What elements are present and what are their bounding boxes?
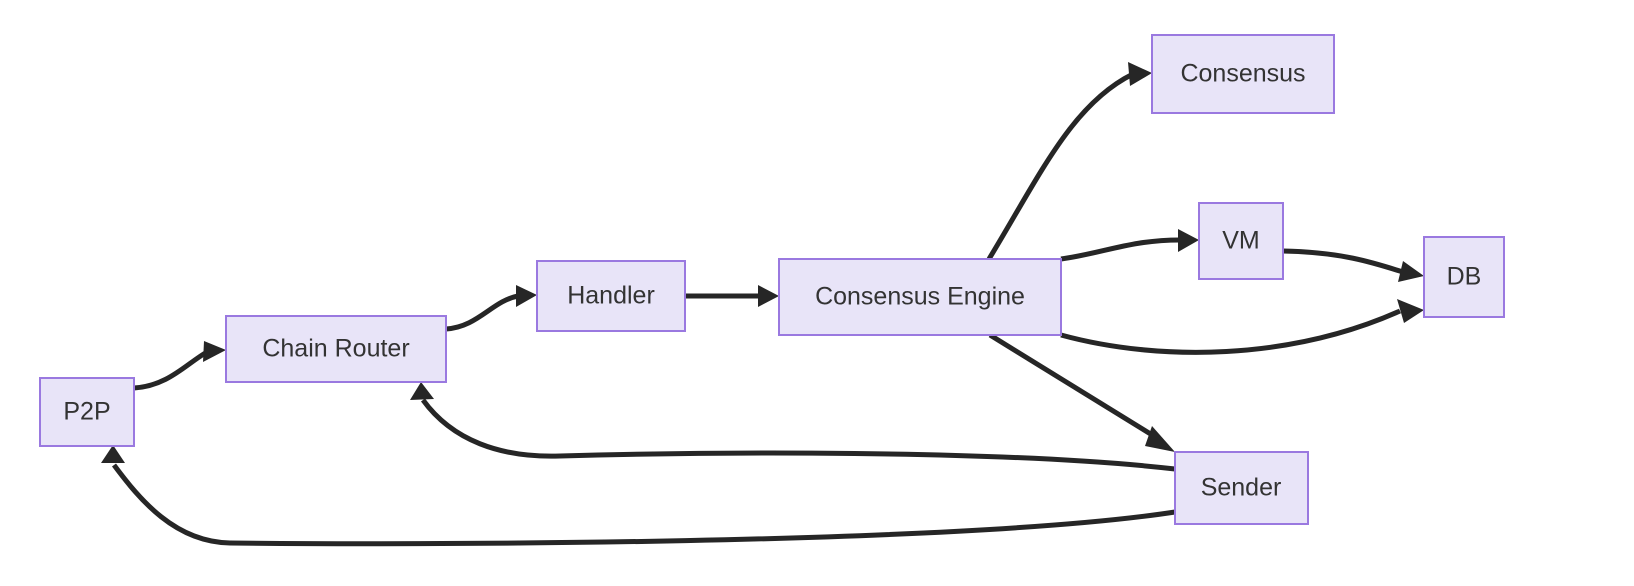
node-consensus-engine-box <box>778 258 1062 336</box>
node-consensus-box <box>1151 34 1335 114</box>
arrowhead-router-handler <box>516 285 537 307</box>
edge-path-engine-db <box>1060 308 1402 355</box>
node-handler-box <box>536 260 686 332</box>
node-db-box <box>1423 236 1505 318</box>
arrowhead-sender-p2p <box>101 445 125 463</box>
node-handler[interactable]: Handler <box>536 260 686 332</box>
edge-p2p-to-chain-router[interactable] <box>133 341 226 391</box>
arrowhead-vm-db <box>1398 261 1424 282</box>
edge-path-engine-vm <box>1060 237 1181 262</box>
node-handler-label: Handler <box>567 282 655 310</box>
edge-consensus-engine-to-sender[interactable] <box>988 332 1175 452</box>
edge-path-sender-router <box>420 398 1176 472</box>
edges-layer <box>101 62 1424 547</box>
arrowhead-handler-engine <box>758 285 779 307</box>
arrowhead-sender-router <box>410 382 434 400</box>
arrowhead-engine-sender <box>1145 426 1175 452</box>
edge-sender-to-chain-router[interactable] <box>410 382 1176 472</box>
node-sender[interactable]: Sender <box>1174 451 1309 525</box>
edge-vm-to-db[interactable] <box>1282 248 1424 282</box>
edge-path-vm-db <box>1282 248 1407 276</box>
edge-path-engine-sender <box>988 332 1159 441</box>
node-consensus-engine-label: Consensus Engine <box>815 283 1025 311</box>
edge-handler-to-consensus-engine[interactable] <box>685 285 779 307</box>
edge-consensus-engine-to-consensus[interactable] <box>986 62 1152 261</box>
node-db[interactable]: DB <box>1423 236 1505 318</box>
node-sender-box <box>1174 451 1309 525</box>
node-consensus-label: Consensus <box>1180 60 1305 88</box>
node-vm[interactable]: VM <box>1198 202 1284 280</box>
node-p2p-label: P2P <box>63 398 110 426</box>
node-consensus-engine[interactable]: Consensus Engine <box>778 258 1062 336</box>
node-chain-router-label: Chain Router <box>262 335 409 363</box>
arrowhead-engine-vm <box>1178 229 1199 252</box>
edge-chain-router-to-handler[interactable] <box>445 285 537 332</box>
arrowhead-p2p-router <box>203 341 226 362</box>
node-vm-label: VM <box>1222 227 1260 255</box>
edge-consensus-engine-to-vm[interactable] <box>1060 229 1199 262</box>
arrowhead-engine-consensus <box>1128 62 1152 86</box>
node-db-label: DB <box>1447 263 1482 291</box>
edge-path-router-handler <box>445 293 519 332</box>
node-chain-router-box <box>225 315 447 383</box>
node-vm-box <box>1198 202 1284 280</box>
nodes-layer: P2P Chain Router Handler Consensus Engin… <box>39 34 1505 525</box>
node-p2p[interactable]: P2P <box>39 377 135 447</box>
edge-path-sender-p2p <box>111 463 1176 547</box>
edge-consensus-engine-to-db[interactable] <box>1060 299 1424 355</box>
node-p2p-box <box>39 377 135 447</box>
arrowhead-engine-db <box>1397 299 1424 323</box>
node-sender-label: Sender <box>1201 474 1282 502</box>
node-chain-router[interactable]: Chain Router <box>225 315 447 383</box>
node-consensus[interactable]: Consensus <box>1151 34 1335 114</box>
edge-sender-to-p2p[interactable] <box>101 445 1176 547</box>
edge-path-engine-consensus <box>986 71 1135 261</box>
edge-path-p2p-router <box>133 349 209 391</box>
